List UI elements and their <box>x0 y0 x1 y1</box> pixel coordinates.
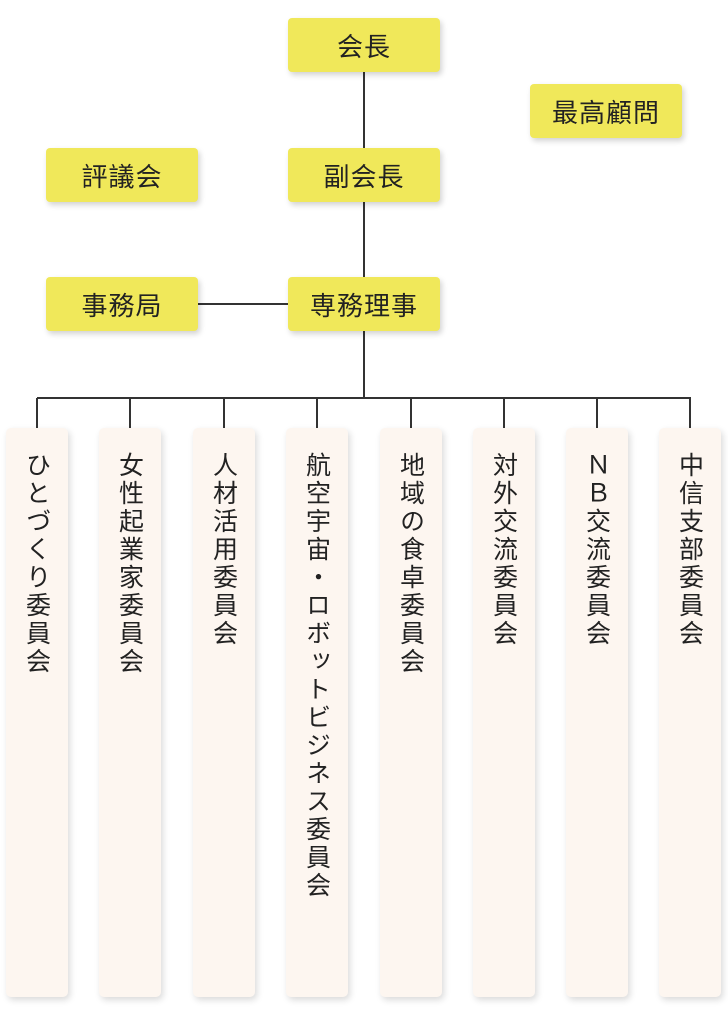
committee-box: ひとづくり委員会 <box>6 428 68 997</box>
committee-label: 地域の食卓委員会 <box>396 452 426 676</box>
committee-box: 人材活用委員会 <box>193 428 255 997</box>
connector-committee-bar <box>37 397 691 399</box>
connector-drop <box>596 398 598 428</box>
committee-label: ひとづくり委員会 <box>22 452 52 676</box>
committee-box: 女性起業家委員会 <box>99 428 161 997</box>
committee-box: 対外交流委員会 <box>473 428 535 997</box>
supreme-advisor-box: 最高顧問 <box>530 84 682 138</box>
committee-box: 航空宇宙・ロボットビジネス委員会 <box>286 428 348 997</box>
connector-drop <box>689 398 691 428</box>
connector-drop <box>316 398 318 428</box>
connector-drop <box>410 398 412 428</box>
committee-label: ＮＢ交流委員会 <box>582 452 612 648</box>
connector-drop <box>129 398 131 428</box>
connector-drop <box>503 398 505 428</box>
vice-chairman-box: 副会長 <box>288 148 440 202</box>
connector-drop <box>223 398 225 428</box>
council-box: 評議会 <box>46 148 198 202</box>
connector-secretariat <box>198 303 288 305</box>
committee-box: 地域の食卓委員会 <box>380 428 442 997</box>
committee-label: 航空宇宙・ロボットビジネス委員会 <box>302 452 332 900</box>
connector-drop <box>36 398 38 428</box>
committee-label: 中信支部委員会 <box>675 452 705 648</box>
chairman-box: 会長 <box>288 18 440 72</box>
committee-box: 中信支部委員会 <box>659 428 721 997</box>
committee-box: ＮＢ交流委員会 <box>566 428 628 997</box>
executive-director-box: 専務理事 <box>288 277 440 331</box>
committee-label: 人材活用委員会 <box>209 452 239 648</box>
secretariat-box: 事務局 <box>46 277 198 331</box>
committee-label: 女性起業家委員会 <box>115 452 145 676</box>
connector-chairman-to-director <box>363 72 365 399</box>
committee-label: 対外交流委員会 <box>489 452 519 648</box>
